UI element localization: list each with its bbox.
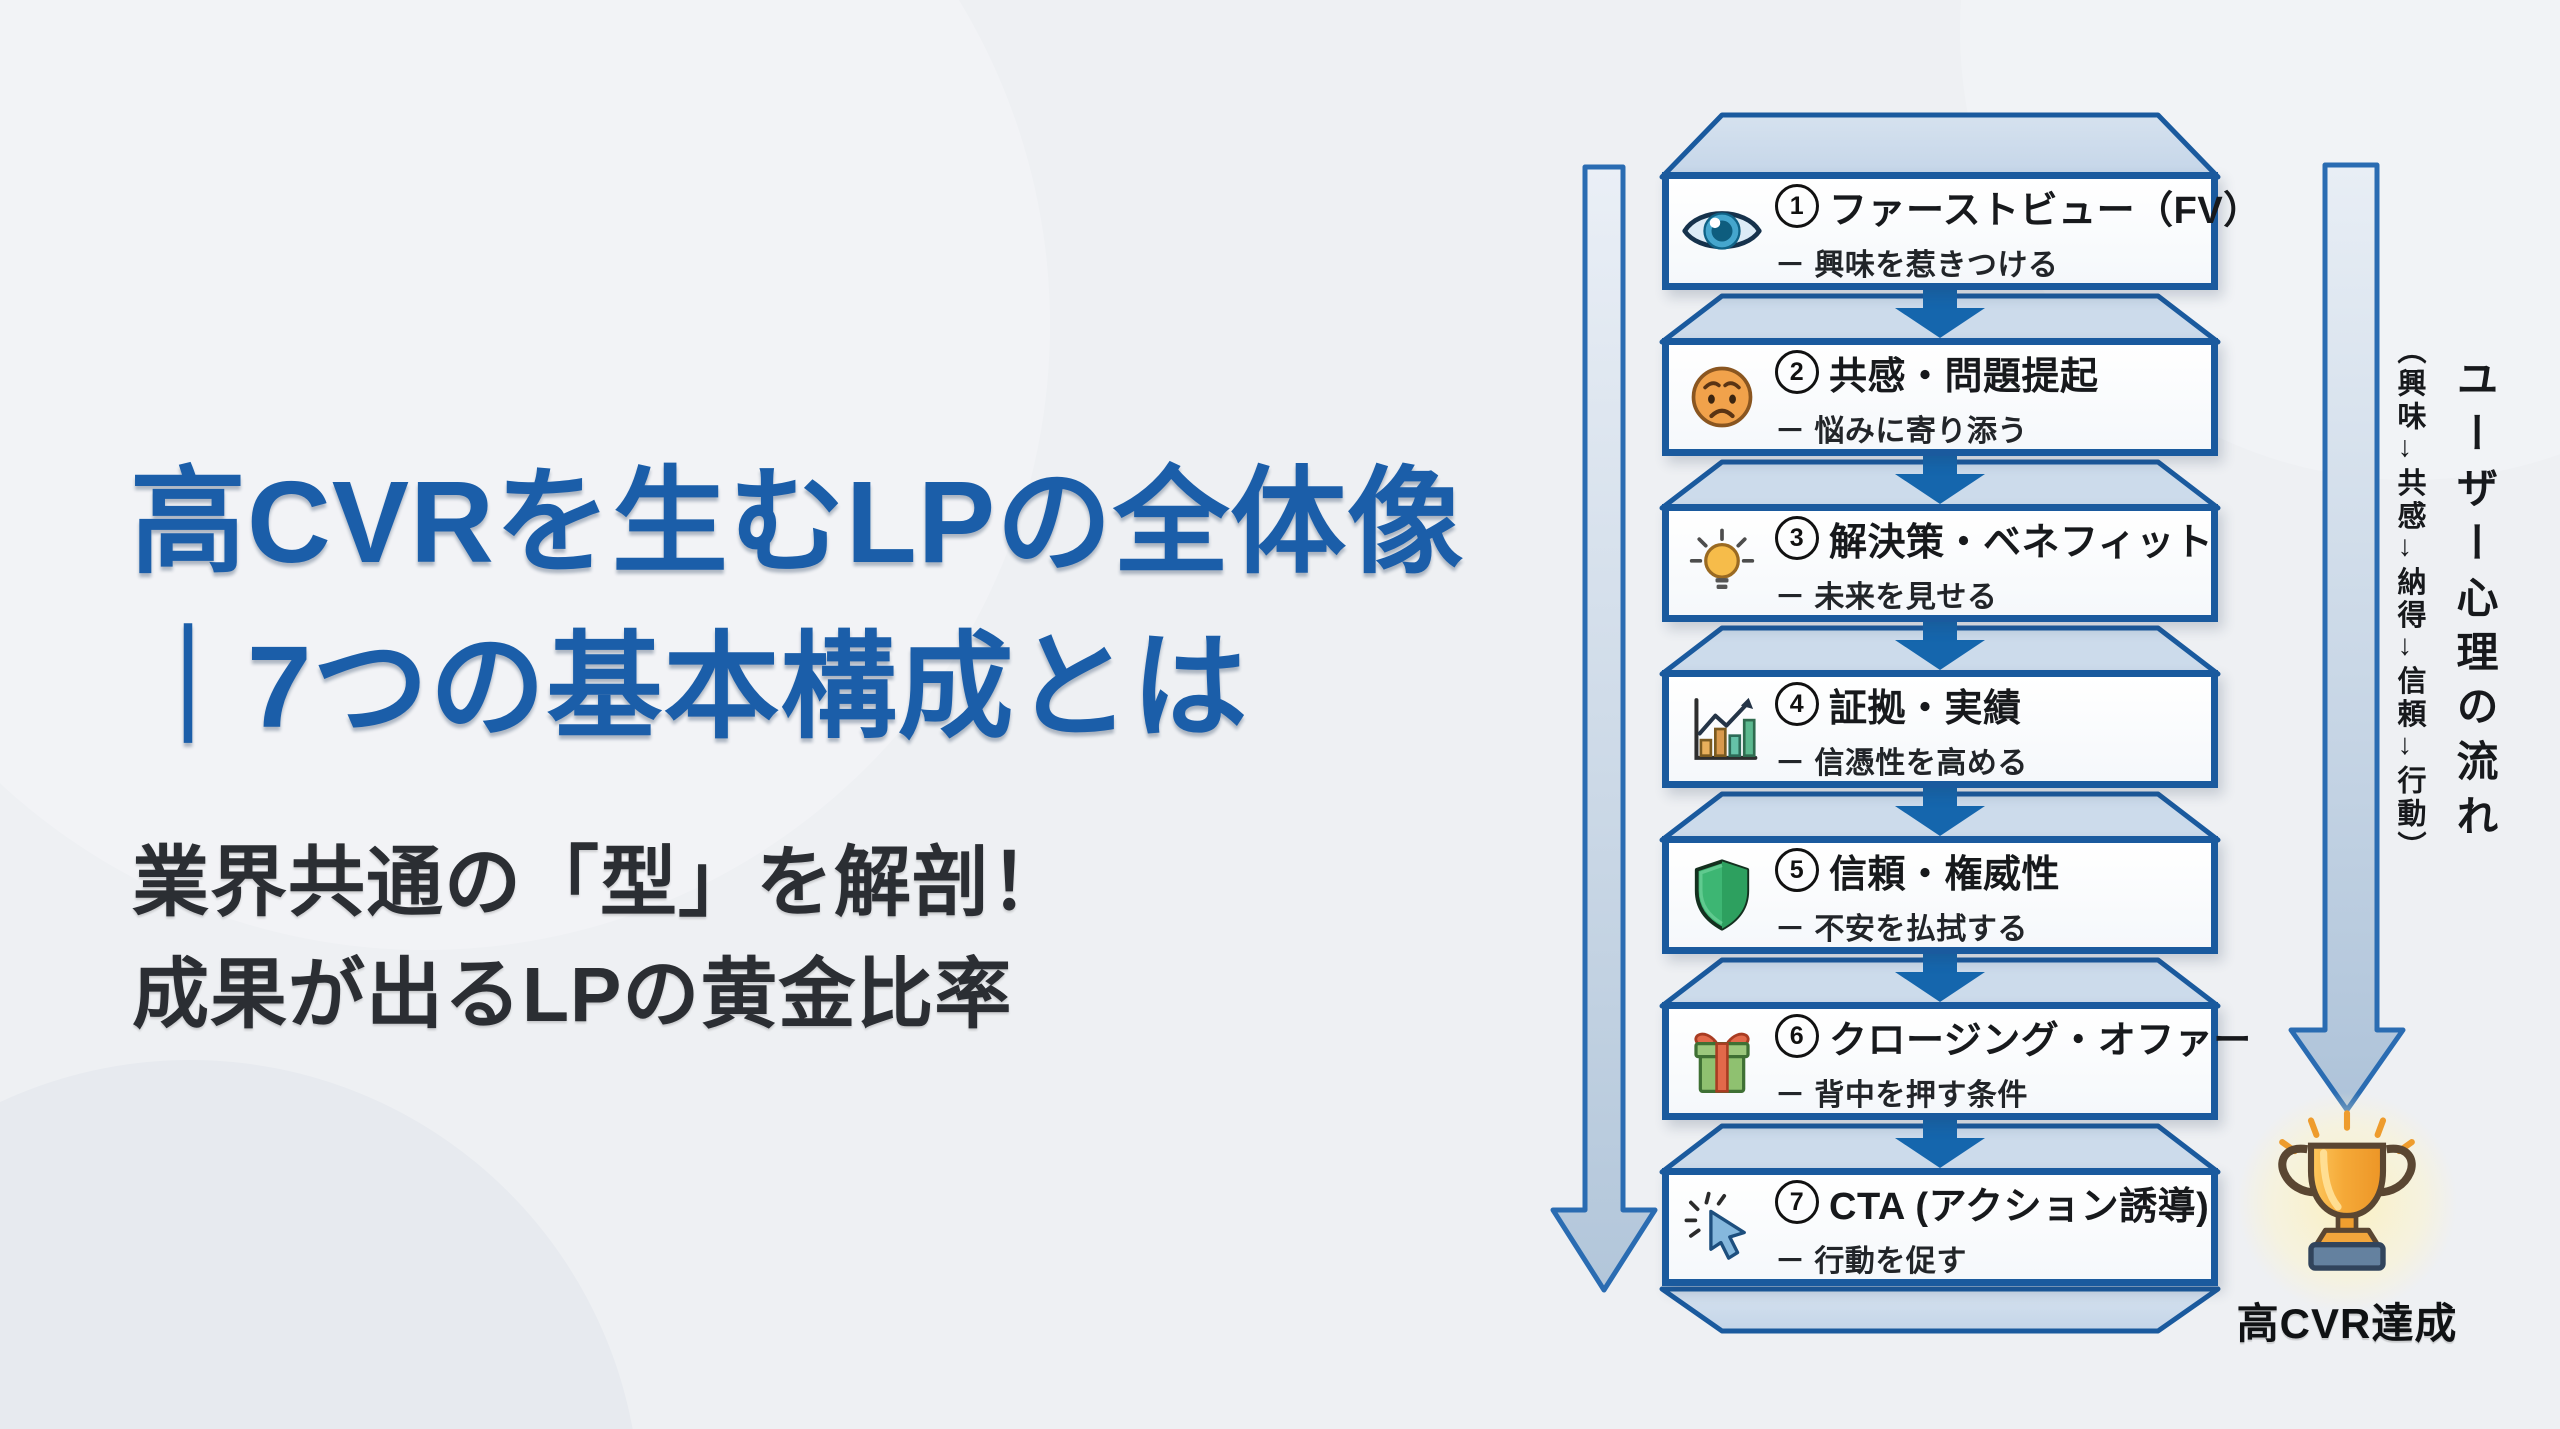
- flow-bottom-panel: [1659, 1286, 2221, 1334]
- goal-label: 高CVR達成: [2236, 1300, 2458, 1347]
- worried-face-icon: [1669, 359, 1775, 435]
- step-desc: － 興味を惹きつける: [1775, 248, 2059, 282]
- bar-chart-icon: [1669, 691, 1775, 767]
- step-desc: － 行動を促す: [1775, 1244, 1967, 1278]
- flow-label-main: ユーザー心理の流れ: [2451, 357, 2498, 849]
- flow-top-panel: [1659, 112, 2221, 180]
- step-number: 3: [1775, 516, 1819, 560]
- flow-label-sub: （興味→共感→納得→信頼→行動）: [2393, 335, 2425, 864]
- lightbulb-icon: [1669, 524, 1775, 602]
- step-number: 1: [1775, 184, 1819, 228]
- user-psychology-arrow: [2288, 162, 2406, 1113]
- step-number: 4: [1775, 682, 1819, 726]
- step-number: 7: [1775, 1180, 1819, 1224]
- step-desc: － 背中を押す条件: [1775, 1078, 2028, 1112]
- trophy-icon: [2257, 1102, 2437, 1292]
- step-number: 5: [1775, 848, 1819, 892]
- cursor-click-icon: [1669, 1189, 1775, 1265]
- page-subtitle: 業界共通の「型」を解剖！ 成果が出るLPの黄金比率: [132, 828, 1432, 1051]
- step-desc: － 悩みに寄り添う: [1775, 414, 2028, 448]
- step-number: 2: [1775, 350, 1819, 394]
- shield-icon: [1669, 855, 1775, 935]
- page-subtitle-line1: 業界共通の「型」を解剖！: [132, 840, 1068, 926]
- step-desc: － 未来を見せる: [1775, 580, 1998, 614]
- gift-icon: [1669, 1022, 1775, 1100]
- page-title-line2: ｜7つの基本構成とは: [130, 621, 1249, 752]
- step-number: 6: [1775, 1014, 1819, 1058]
- page-title-line1: 高CVRを生むLPの全体像: [130, 457, 1465, 587]
- user-psychology-flow-label: ユーザー心理の流れ （興味→共感→納得→信頼→行動）: [2388, 335, 2505, 935]
- step-desc: － 不安を払拭する: [1775, 912, 2028, 946]
- page-title: 高CVRを生むLPの全体像 ｜7つの基本構成とは: [130, 440, 1590, 769]
- left-flow-arrow: [1550, 164, 1658, 1293]
- page-subtitle-line2: 成果が出るLPの黄金比率: [132, 951, 1013, 1038]
- eye-icon: [1669, 195, 1775, 267]
- step-desc: － 信憑性を高める: [1775, 746, 2028, 780]
- step-down-arrows: [1895, 284, 1985, 1168]
